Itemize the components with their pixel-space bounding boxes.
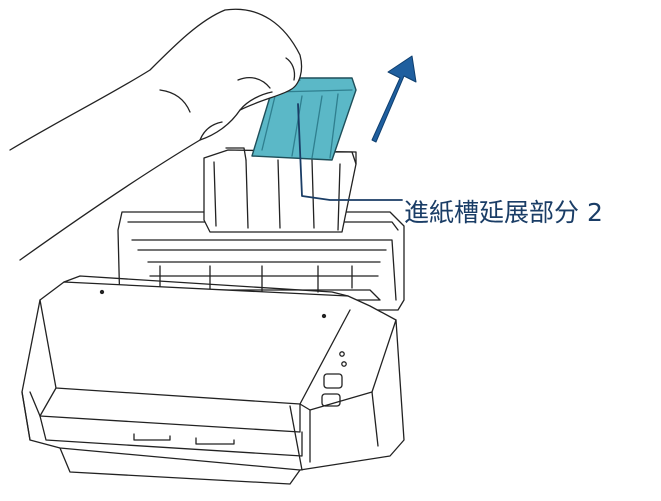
hand	[9, 8, 303, 261]
control-panel	[99, 289, 347, 407]
scanner-front-body	[21, 275, 405, 485]
indicator-light	[341, 361, 347, 367]
indicator-light	[339, 351, 345, 357]
panel-button[interactable]	[321, 393, 341, 407]
paper-chute	[203, 147, 357, 233]
callout-label: 進紙槽延展部分 2	[404, 198, 603, 227]
screw-mark	[321, 313, 327, 319]
arrow-up-right-icon	[371, 55, 417, 143]
screw-mark	[99, 289, 105, 295]
panel-button[interactable]	[323, 373, 343, 389]
callout-leader-line	[297, 103, 403, 201]
